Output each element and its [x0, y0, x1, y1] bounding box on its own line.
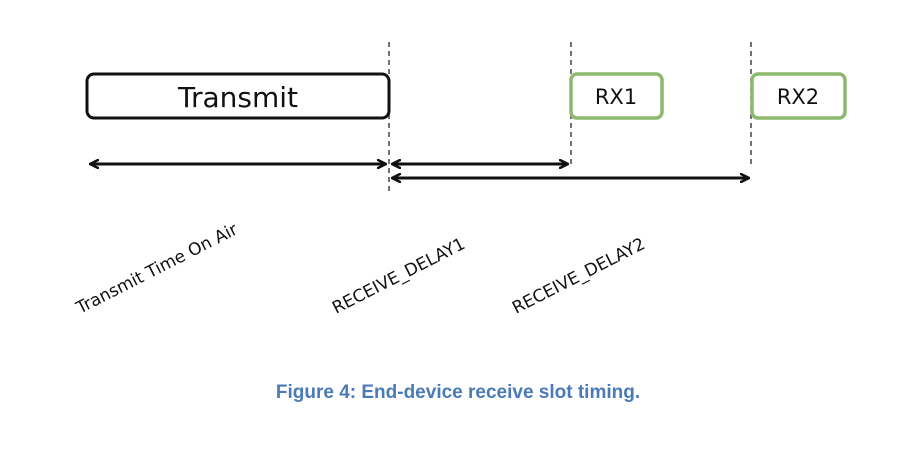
- rx2-box: RX2: [750, 72, 847, 120]
- transmit-box: Transmit: [85, 72, 391, 120]
- receive-delay2-label: RECEIVE_DELAY2: [509, 234, 648, 318]
- rx1-box: RX1: [569, 72, 664, 120]
- figure-caption: Figure 4: End-device receive slot timing…: [275, 382, 641, 403]
- transmit-label: Transmit: [177, 81, 298, 114]
- time-on-air-label: Transmit Time On Air: [72, 220, 241, 319]
- rx2-label: RX2: [777, 85, 819, 109]
- receive-delay1-label: RECEIVE_DELAY1: [329, 234, 468, 318]
- rx1-label: RX1: [595, 85, 637, 109]
